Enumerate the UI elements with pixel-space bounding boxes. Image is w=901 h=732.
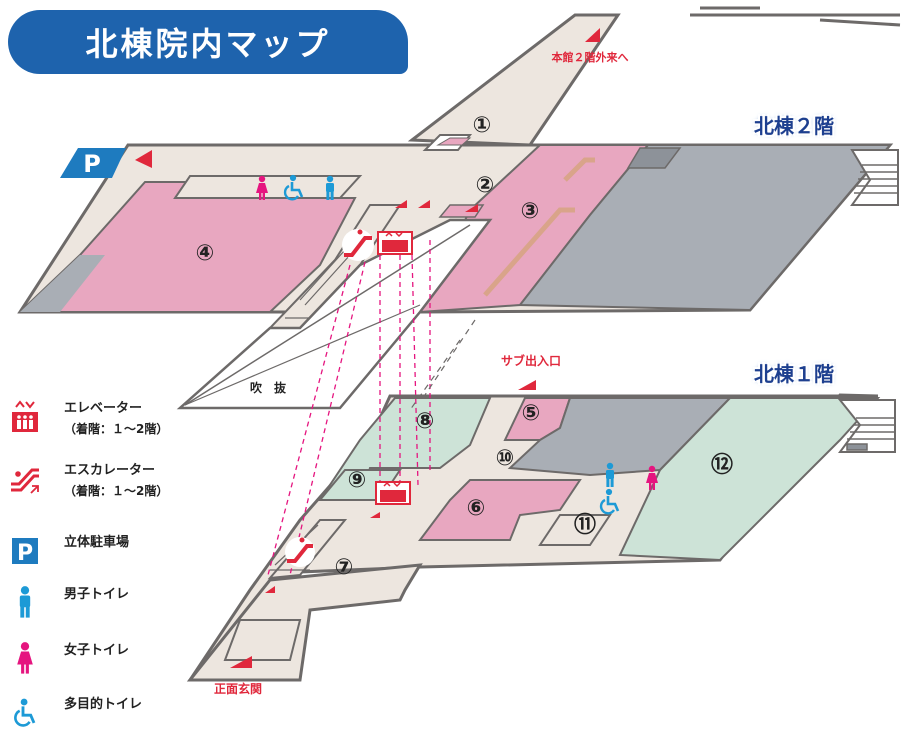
sub-entrance-arrow	[518, 380, 536, 390]
room-number-3: ③	[521, 199, 540, 224]
escalator-icon-1f	[285, 537, 315, 567]
room-12	[618, 397, 881, 562]
legend-escalator: エスカレーター （着階：１〜2階）	[8, 460, 168, 502]
parking-letter: P	[83, 150, 101, 178]
room-number-12: ⑫	[711, 452, 733, 478]
escalator-icon	[8, 460, 42, 498]
legend-accessible: 多目的トイレ	[8, 694, 142, 732]
womens-toilet-icon	[8, 640, 42, 678]
front-entrance-arrow	[230, 656, 252, 668]
corridor-to-main	[407, 6, 901, 147]
room-gray-2f	[517, 144, 893, 312]
parking-sign: P	[60, 148, 126, 178]
legend-elevator: エレベーター （着階：１〜2階）	[8, 398, 168, 440]
legend-parking: P 立体駐車場	[8, 532, 129, 570]
elevator-icon	[8, 398, 42, 436]
legend-escalator-sub: （着階：１〜2階）	[64, 484, 169, 498]
room-number-11: ⑪	[574, 512, 596, 538]
room-number-8: ⑧	[416, 409, 435, 434]
room-number-10: ⑩	[496, 446, 515, 471]
svg-text:P: P	[17, 541, 33, 565]
accessible-toilet-icon	[8, 694, 42, 732]
floor-label-2f: 北棟２階	[754, 114, 834, 138]
to-main-label: 本館２階外来へ	[552, 50, 629, 64]
room-number-5: ⑤	[522, 401, 541, 426]
room-number-2: ②	[476, 173, 495, 198]
legend-elevator-label: エレベーター	[64, 401, 143, 416]
elevator-icon-1f	[375, 481, 411, 505]
legend-parking-label: 立体駐車場	[64, 535, 130, 550]
legend-mens-label: 男子トイレ	[64, 587, 130, 602]
floor-label-1f: 北棟１階	[754, 362, 834, 386]
parking-arrow	[135, 150, 152, 168]
room-number-7: ⑦	[335, 555, 354, 580]
room-number-1: ①	[473, 113, 492, 138]
atrium-label: 吹 抜	[250, 380, 287, 395]
mens-toilet-icon	[8, 584, 42, 622]
elevator-icon	[377, 231, 413, 255]
parking-icon: P	[8, 532, 42, 570]
legend-womens: 女子トイレ	[8, 640, 129, 678]
room-number-9: ⑨	[348, 468, 367, 493]
title-banner: 北棟院内マップ	[8, 10, 408, 74]
floor-link-lines	[267, 240, 431, 576]
sub-entrance-label: サブ出入口	[501, 353, 561, 368]
room-number-6: ⑥	[467, 496, 486, 521]
legend-escalator-label: エスカレーター	[64, 463, 156, 478]
room-4-gray	[20, 255, 105, 312]
room-number-4: ④	[196, 241, 215, 266]
legend-womens-label: 女子トイレ	[64, 643, 130, 658]
escalator-icon	[342, 229, 374, 261]
page-title: 北棟院内マップ	[85, 25, 331, 63]
legend-accessible-label: 多目的トイレ	[64, 697, 143, 712]
to-main-arrow	[585, 28, 600, 42]
front-entrance-label: 正面玄関	[214, 681, 262, 696]
legend-elevator-sub: （着階：１〜2階）	[64, 422, 169, 436]
legend-mens: 男子トイレ	[8, 584, 129, 622]
room-6	[418, 479, 582, 541]
first-floor	[186, 393, 896, 682]
